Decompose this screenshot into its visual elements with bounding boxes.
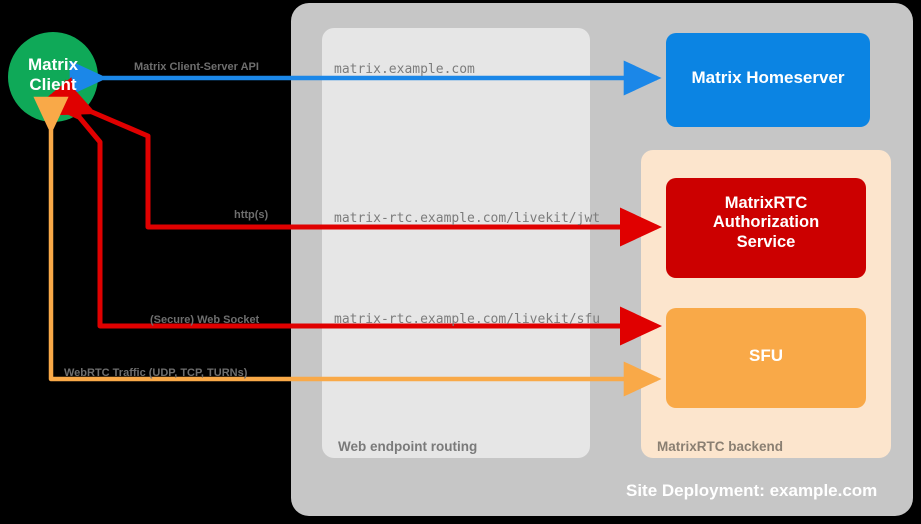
site-deployment-label: Site Deployment: example.com: [626, 481, 878, 500]
node-sfu[interactable]: [666, 308, 866, 408]
edge-label-sfu-websocket: (Secure) Web Socket: [150, 314, 260, 326]
group-web-endpoint-routing: [322, 28, 590, 458]
group-caption-web-endpoint-routing: Web endpoint routing: [338, 439, 478, 454]
edge-label-webrtc: WebRTC Traffic (UDP, TCP, TURNs): [64, 367, 248, 379]
endpoint-livekit-sfu: matrix-rtc.example.com/livekit/sfu: [334, 312, 601, 327]
endpoint-matrix-example-com: matrix.example.com: [334, 62, 475, 77]
node-matrix-homeserver[interactable]: [666, 33, 870, 127]
node-matrix-client[interactable]: [8, 32, 98, 122]
group-caption-matrixrtc-backend: MatrixRTC backend: [657, 439, 784, 454]
endpoint-livekit-jwt: matrix-rtc.example.com/livekit/jwt: [334, 211, 601, 226]
edge-webrtc: [33, 96, 662, 397]
edge-label-cs-api: Matrix Client-Server API: [134, 61, 259, 73]
edge-label-jwt: http(s): [234, 209, 269, 221]
node-matrixrtc-authorization-service[interactable]: [666, 178, 866, 278]
